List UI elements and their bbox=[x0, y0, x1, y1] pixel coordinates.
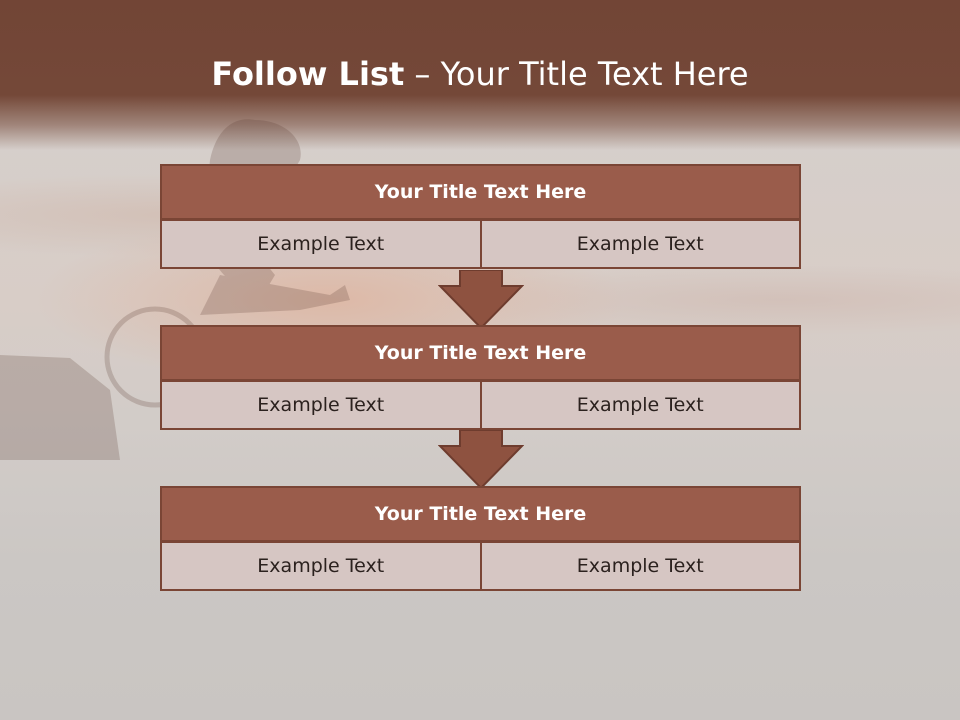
step-title[interactable]: Your Title Text Here bbox=[160, 486, 801, 542]
step-right-cell[interactable]: Example Text bbox=[481, 380, 801, 430]
slide-title-bold: Follow List bbox=[211, 55, 405, 93]
step-title[interactable]: Your Title Text Here bbox=[160, 164, 801, 220]
step-right-cell[interactable]: Example Text bbox=[481, 219, 801, 269]
step-block-1: Your Title Text Here Example Text Exampl… bbox=[160, 164, 801, 269]
step-row: Example Text Example Text bbox=[160, 380, 801, 430]
header-band bbox=[0, 0, 960, 150]
step-right-cell[interactable]: Example Text bbox=[481, 541, 801, 591]
down-arrow-icon bbox=[438, 270, 524, 330]
slide-title-rest: – Your Title Text Here bbox=[404, 55, 749, 93]
step-title[interactable]: Your Title Text Here bbox=[160, 325, 801, 381]
step-block-2: Your Title Text Here Example Text Exampl… bbox=[160, 325, 801, 430]
down-arrow-icon bbox=[438, 430, 524, 490]
step-row: Example Text Example Text bbox=[160, 541, 801, 591]
step-row: Example Text Example Text bbox=[160, 219, 801, 269]
step-left-cell[interactable]: Example Text bbox=[160, 541, 482, 591]
step-left-cell[interactable]: Example Text bbox=[160, 219, 482, 269]
step-block-3: Your Title Text Here Example Text Exampl… bbox=[160, 486, 801, 591]
step-left-cell[interactable]: Example Text bbox=[160, 380, 482, 430]
slide-title: Follow List – Your Title Text Here bbox=[0, 52, 960, 96]
